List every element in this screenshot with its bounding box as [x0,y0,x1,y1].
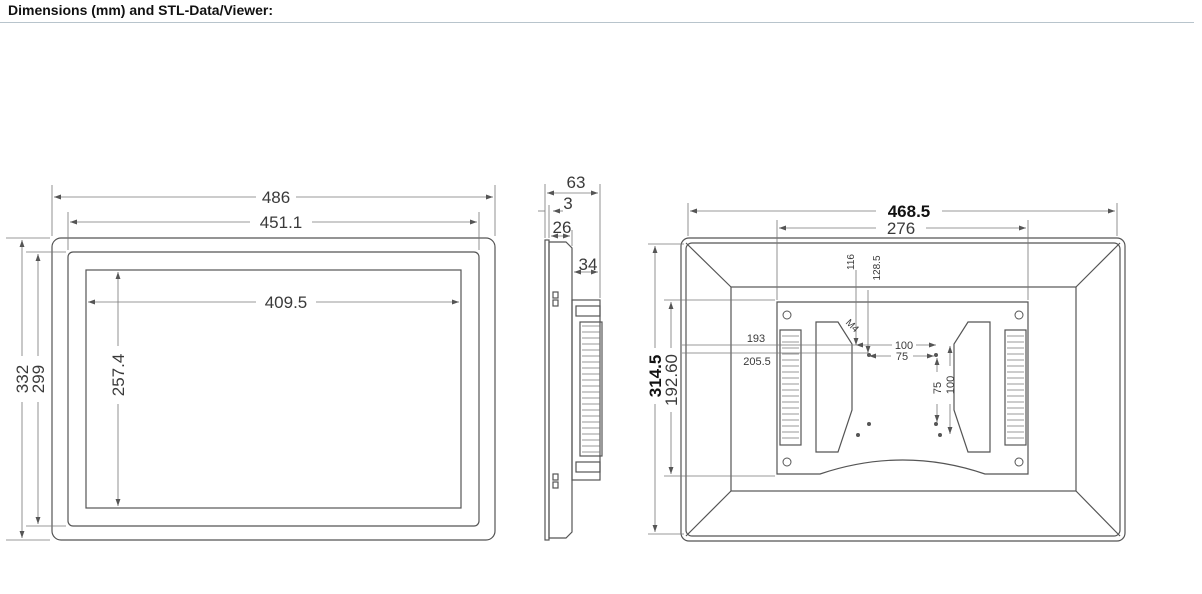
dim-outer-height: 332 [13,365,32,393]
front-screen [85,269,462,509]
front-view-labels: 486 451.1 409.5 332 299 257.4 [13,188,307,396]
screw-bottom-right [1014,457,1024,467]
side-bracket [571,299,601,481]
dim-offset-205: 205.5 [743,356,771,368]
section-title: Dimensions (mm) and STL-Data/Viewer: [8,2,274,18]
dim-bezel-depth: 3 [563,194,572,213]
dim-inner-width: 451.1 [260,213,303,232]
side-view [544,239,603,541]
rear-view [680,237,1126,542]
dim-bracket-depth: 34 [579,255,598,274]
screw-bottom-left [782,457,792,467]
dim-screen-height: 257.4 [109,354,128,397]
dim-vesa-100-horizontal: 100 [895,340,913,352]
dim-offset-128: 128.5 [872,255,883,280]
dim-overall-width: 468.5 [888,202,931,221]
dim-overall-height: 314.5 [646,355,665,398]
dim-total-depth: 63 [567,173,586,192]
vesa-holes [856,353,942,437]
side-vent-fins [582,325,600,453]
dim-bracket-height: 192.60 [662,354,681,406]
dim-frame-depth: 26 [553,218,572,237]
front-inner-bezel [67,251,480,527]
rear-outer-frame [680,237,1126,542]
screw-size-label: M4 [843,317,861,335]
screw-top-right [1014,310,1024,320]
front-view [51,237,496,541]
section-header: Dimensions (mm) and STL-Data/Viewer: [0,0,1194,23]
dim-offset-116: 116 [846,254,857,270]
dim-vesa-75-vertical: 75 [932,382,944,394]
screw-top-left [782,310,792,320]
dim-inner-height: 299 [29,365,48,393]
dim-offset-193: 193 [747,333,765,345]
rear-vent-fins [782,335,1024,439]
front-view-dimensions [6,185,496,541]
side-frame [548,241,573,539]
rear-back-panel [730,286,1077,492]
side-view-labels: 63 3 26 34 [553,173,598,274]
dim-screen-width: 409.5 [265,293,308,312]
dim-outer-width: 486 [262,188,290,207]
rear-screws [782,310,1024,467]
dim-vesa-100-vertical: 100 [945,376,957,394]
front-outer-bezel [51,237,496,541]
rear-view-dimensions [648,203,1118,535]
dim-bracket-width: 276 [887,219,915,238]
rear-mount-bracket [776,301,1029,475]
side-view-dimensions [538,184,601,298]
dim-vesa-75-horizontal: 75 [896,351,908,363]
rear-inner-edge [685,242,1121,537]
